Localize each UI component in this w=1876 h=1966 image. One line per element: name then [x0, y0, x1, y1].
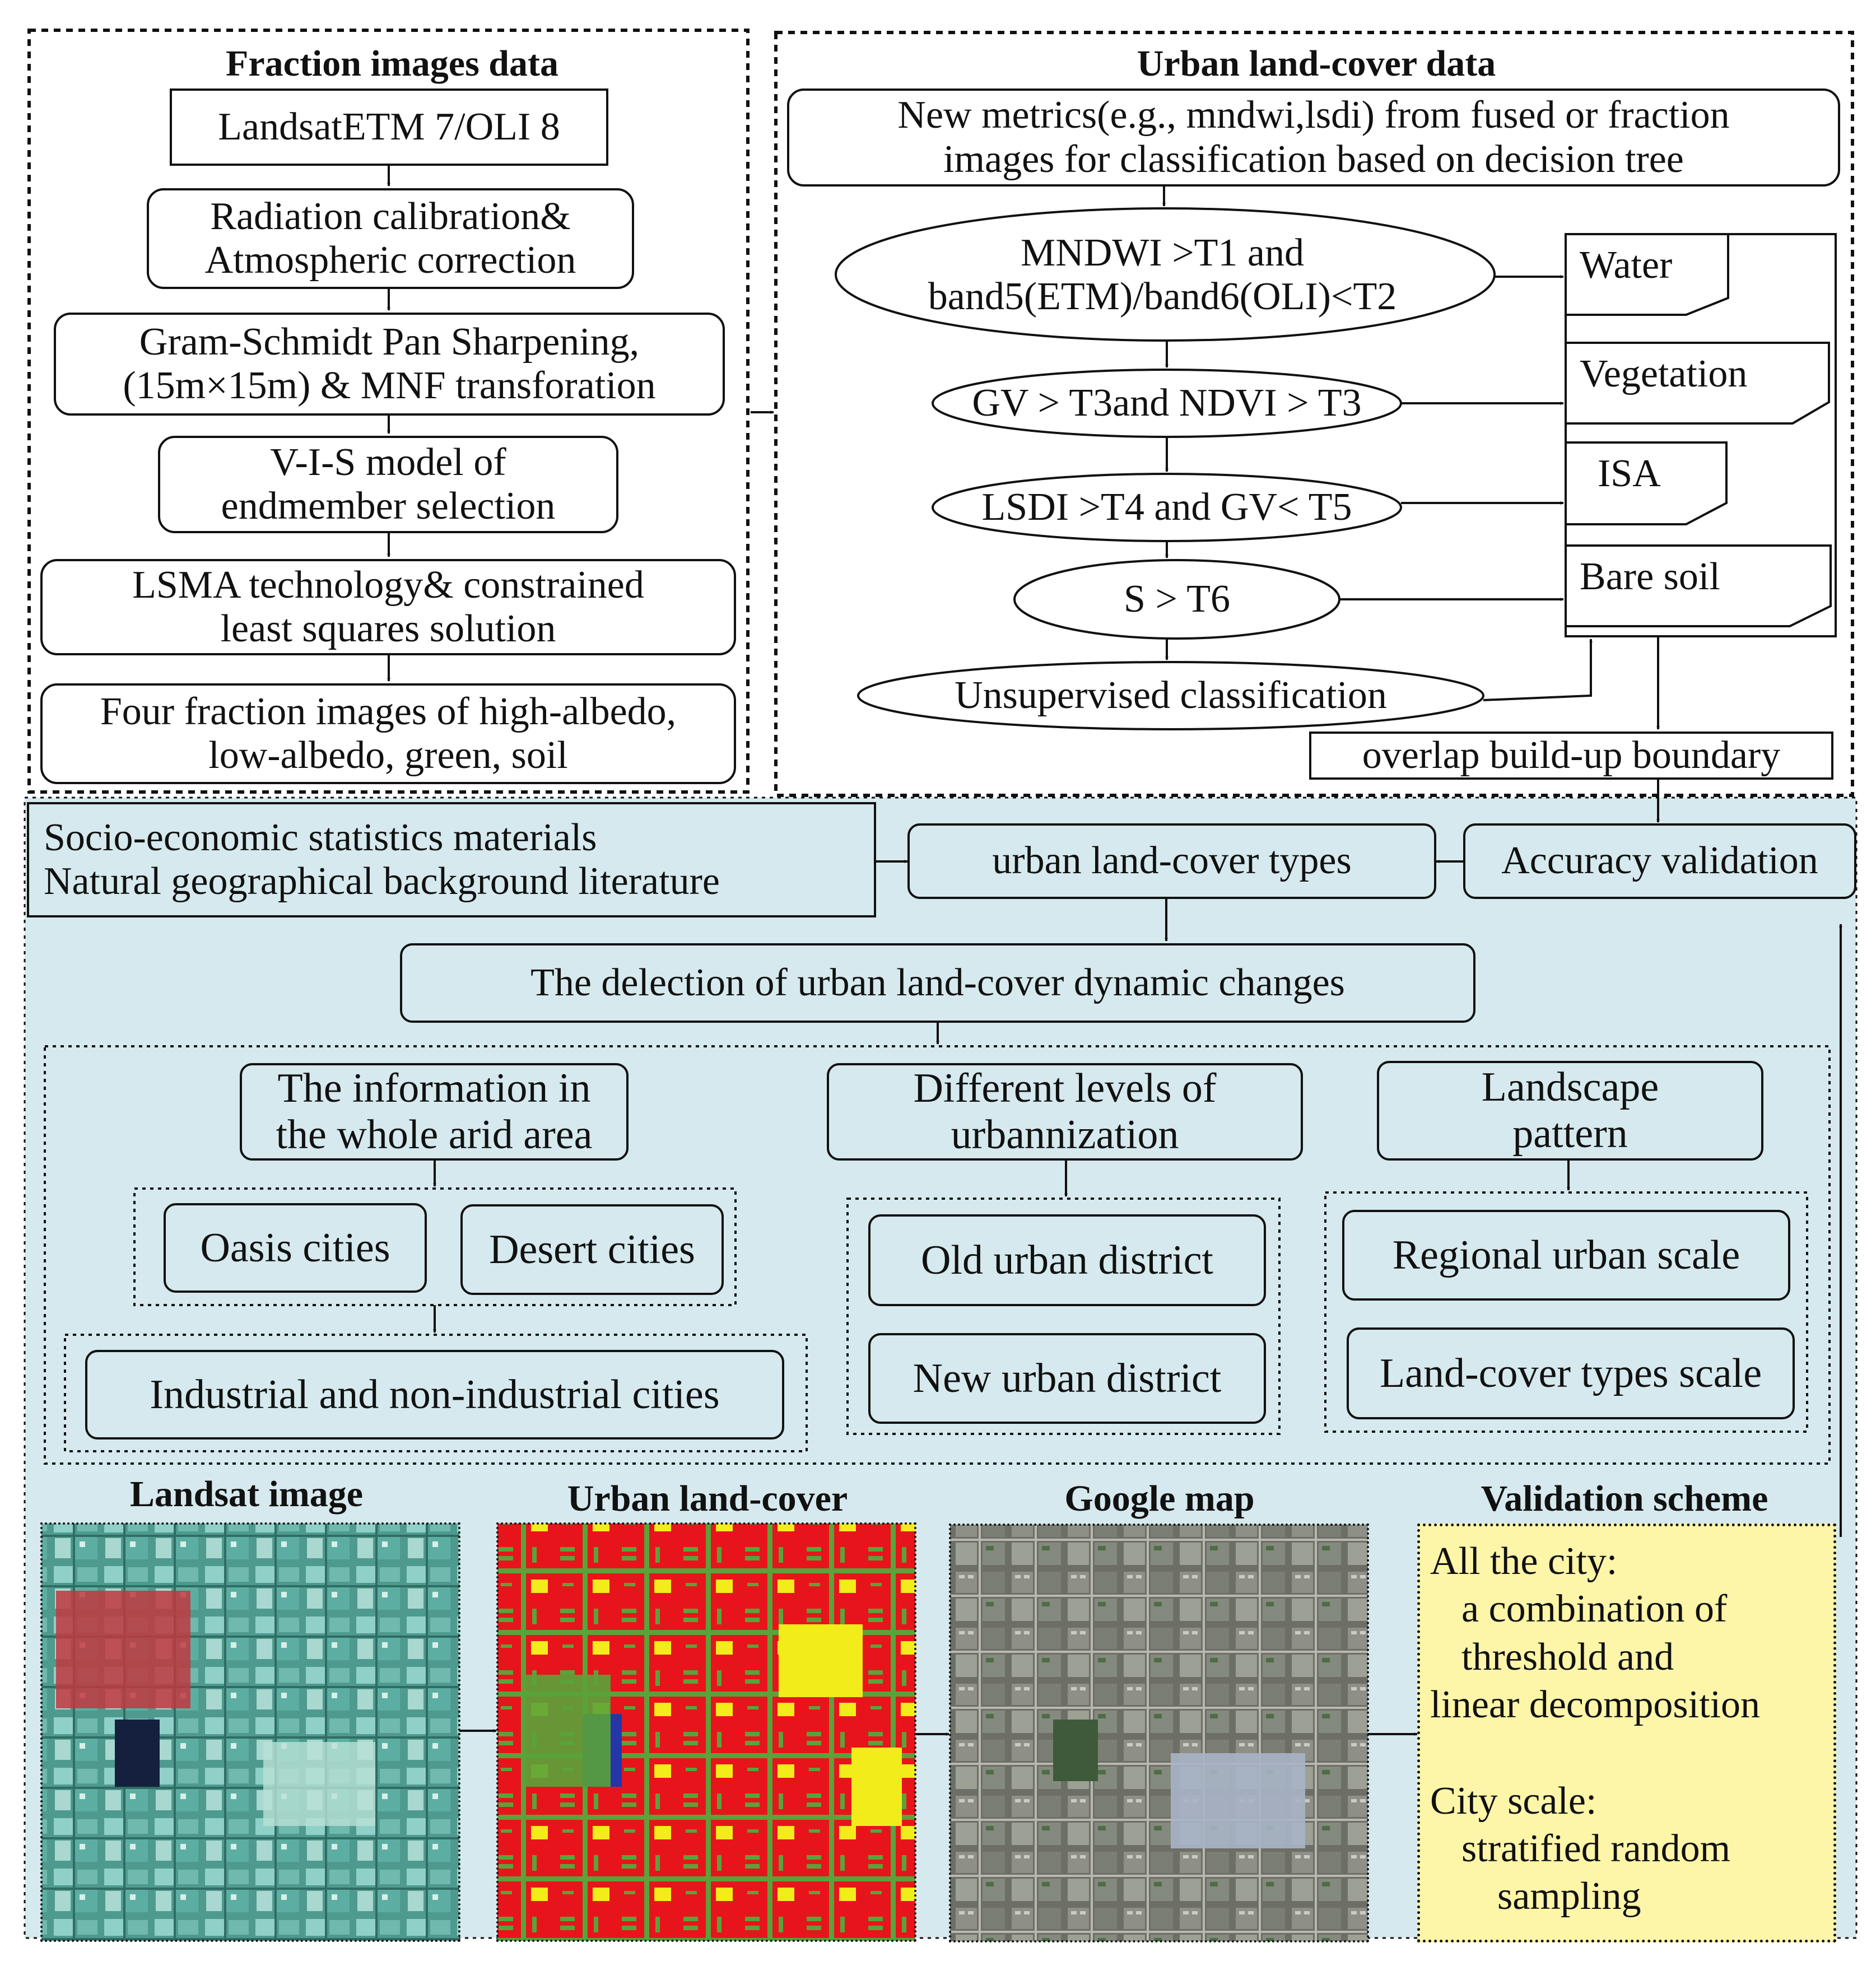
validation-line-threshold: threshold and — [1461, 1635, 1674, 1679]
desert-cities-box: Desert cities — [460, 1204, 724, 1295]
class-bare-soil-shape — [1565, 544, 1832, 627]
google-map-image — [950, 1525, 1368, 1941]
connectors — [387, 166, 1842, 1736]
socio-economic-box: Socio-economic statistics materials Natu… — [27, 802, 876, 917]
rule-unsupervised-label: Unsupervised classification — [955, 673, 1387, 717]
validation-line-stratified: stratified random — [1461, 1827, 1731, 1870]
rule-water-label: MNDWI >T1 and band5(ETM)/band6(OLI)<T2 — [928, 231, 1397, 318]
fraction-panel-frame — [27, 29, 750, 794]
validation-line-combination: a combination of — [1461, 1587, 1728, 1631]
validation-scheme-title: Validation scheme — [1481, 1478, 1768, 1520]
fraction-step-pan-sharpening: Gram-Schmidt Pan Sharpening, (15m×15m) &… — [54, 313, 725, 416]
urbanization-levels-box: Different levels of urbannization — [827, 1063, 1303, 1161]
rule-isa-label: LSDI >T4 and GV< T5 — [981, 485, 1352, 529]
urban-land-cover-types-box: urban land-cover types — [907, 823, 1436, 899]
rule-soil-label: S > T6 — [1124, 577, 1230, 621]
fraction-step-four-images: Four fraction images of high-albedo, low… — [40, 683, 736, 784]
landscape-pattern-box: Landscape pattern — [1377, 1061, 1763, 1161]
landcover-image-frame — [496, 1522, 916, 1942]
new-urban-district-box: New urban district — [868, 1333, 1266, 1424]
validation-scheme-box: All the city: a combination of threshold… — [1417, 1524, 1836, 1942]
validation-line-city-scale: City scale: — [1430, 1779, 1597, 1823]
fraction-step-vis-model: V-I-S model of endmember selection — [158, 436, 618, 533]
fraction-step-lsma: LSMA technology& constrained least squar… — [40, 559, 736, 655]
accuracy-validation-box: Accuracy validation — [1463, 823, 1856, 899]
landsat-image — [41, 1524, 459, 1941]
class-water-label: Water — [1580, 244, 1673, 287]
arrow-icon — [1483, 639, 1593, 701]
class-isa-label: ISA — [1598, 452, 1661, 495]
old-urban-district-box: Old urban district — [868, 1214, 1266, 1306]
urban-district-frame — [846, 1198, 1281, 1435]
google-map-title: Google map — [1064, 1478, 1255, 1520]
change-detection-box: The delection of urban land-cover dynami… — [400, 943, 1475, 1023]
validation-line-linear-decomposition: linear decomposition — [1430, 1683, 1761, 1727]
class-bare-soil-label: Bare soil — [1580, 555, 1720, 598]
industrial-cities-box: Industrial and non-industrial cities — [85, 1350, 784, 1439]
groups-frame — [44, 1045, 1831, 1465]
land-cover-types-scale-box: Land-cover types scale — [1347, 1327, 1795, 1419]
rule-unsupervised-ellipse — [857, 661, 1484, 730]
validation-line-sampling: sampling — [1497, 1875, 1641, 1918]
overlap-boundary-box: overlap build-up boundary — [1309, 732, 1833, 780]
landsat-image-title: Landsat image — [129, 1474, 364, 1515]
google-map-frame — [949, 1524, 1369, 1942]
regional-urban-scale-box: Regional urban scale — [1342, 1210, 1790, 1301]
validation-spacer — [1430, 1729, 1823, 1777]
class-isa-shape — [1565, 441, 1728, 525]
class-water-shape — [1565, 233, 1729, 316]
metrics-box: New metrics(e.g., mndwi,lsdi) from fused… — [787, 88, 1840, 187]
rule-water-ellipse — [835, 207, 1496, 342]
fraction-panel-title: Fraction images data — [226, 43, 558, 85]
class-vegetation-shape — [1565, 342, 1830, 425]
landcover-map-image — [497, 1524, 915, 1941]
city-type-frame — [133, 1187, 737, 1306]
class-vegetation-label: Vegetation — [1580, 352, 1748, 395]
arid-area-info-box: The information in the whole arid area — [240, 1063, 629, 1161]
oasis-cities-box: Oasis cities — [164, 1203, 427, 1293]
rule-vegetation-label: GV > T3and NDVI > T3 — [972, 381, 1362, 425]
landcover-image-title: Urban land-cover — [567, 1478, 848, 1520]
validation-line-all-city: All the city: — [1430, 1540, 1618, 1583]
landsat-image-frame — [40, 1522, 460, 1942]
fraction-step-calibration: Radiation calibration& Atmospheric corre… — [147, 188, 634, 289]
landcover-panel-frame — [774, 31, 1854, 797]
fraction-step-landsat: LandsatETM 7/OLI 8 — [170, 88, 608, 166]
industrial-frame — [64, 1334, 808, 1452]
landcover-panel-title: Urban land-cover data — [1137, 43, 1496, 85]
